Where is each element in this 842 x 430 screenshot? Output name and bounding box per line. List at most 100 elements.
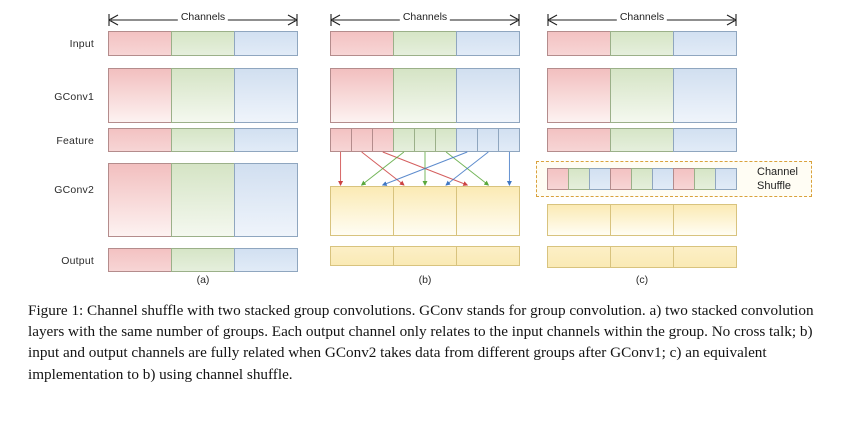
shuffle-arrow bbox=[381, 151, 468, 186]
panel-label-a: (a) bbox=[196, 274, 210, 286]
panel-c-row-gconv2 bbox=[547, 204, 737, 236]
feature-channel bbox=[393, 128, 415, 152]
caption-text: Figure 1: Channel shuffle with two stack… bbox=[28, 302, 814, 383]
channel-group-blue bbox=[456, 68, 520, 123]
panel-label-b: (b) bbox=[418, 274, 432, 286]
output-group bbox=[456, 246, 520, 266]
channel-group-red bbox=[108, 128, 172, 152]
channel-group-red bbox=[547, 31, 611, 56]
shuffle-channel bbox=[631, 168, 653, 190]
shuffle-channel bbox=[652, 168, 674, 190]
figure-caption: Figure 1: Channel shuffle with two stack… bbox=[28, 300, 820, 385]
panel-c-row-gconv1 bbox=[547, 68, 737, 123]
channel-group-red bbox=[108, 31, 172, 56]
gconv2-group bbox=[393, 186, 457, 236]
channel-group-red bbox=[547, 128, 611, 152]
shuffle-arrow bbox=[360, 151, 405, 186]
panel-label-c: (c) bbox=[635, 274, 649, 286]
shuffle-channel bbox=[568, 168, 590, 190]
shuffle-channel bbox=[610, 168, 632, 190]
feature-channel bbox=[351, 128, 373, 152]
feature-channel bbox=[456, 128, 478, 152]
channel-shuffle-label-line2: Shuffle bbox=[757, 180, 792, 192]
channel-group-red bbox=[108, 163, 172, 237]
output-group bbox=[330, 246, 394, 266]
shuffle-channel bbox=[715, 168, 737, 190]
feature-channel bbox=[414, 128, 436, 152]
channel-group-blue bbox=[234, 248, 298, 272]
channel-group-green bbox=[610, 31, 674, 56]
feature-channel bbox=[477, 128, 499, 152]
feature-group-red bbox=[330, 128, 394, 152]
panel-a-row-feature bbox=[108, 128, 298, 152]
output-group bbox=[547, 246, 611, 268]
channel-group-green bbox=[393, 31, 457, 56]
panel-a-row-gconv1 bbox=[108, 68, 298, 123]
feature-group-green bbox=[393, 128, 457, 152]
channel-group-blue bbox=[456, 31, 520, 56]
panel-b-row-output bbox=[330, 246, 520, 266]
gconv2-group bbox=[610, 204, 674, 236]
channel-group-blue bbox=[673, 128, 737, 152]
feature-channel bbox=[435, 128, 457, 152]
output-group bbox=[610, 246, 674, 268]
figure-diagram: Input GConv1 Feature GConv2 Output Chann… bbox=[54, 11, 812, 286]
feature-channel bbox=[372, 128, 394, 152]
channels-header-b: Channels bbox=[330, 11, 520, 28]
row-label-feature: Feature bbox=[56, 135, 94, 147]
row-label-input: Input bbox=[69, 38, 94, 50]
shuffle-arrow bbox=[445, 151, 490, 186]
panel-c-row-feature bbox=[547, 128, 737, 152]
channel-group-red bbox=[108, 248, 172, 272]
gconv2-group bbox=[456, 186, 520, 236]
panel-a-row-output bbox=[108, 248, 298, 272]
shuffle-channel bbox=[589, 168, 611, 190]
channel-group-blue bbox=[673, 31, 737, 56]
panel-a-row-gconv2 bbox=[108, 163, 298, 237]
channels-header-c: Channels bbox=[547, 11, 737, 28]
gconv2-group bbox=[547, 204, 611, 236]
channels-label-a: Channels bbox=[177, 11, 229, 23]
panel-c-row-output bbox=[547, 246, 737, 268]
panel-b-row-gconv2 bbox=[330, 186, 520, 236]
feature-group-blue bbox=[456, 128, 520, 152]
channels-header-a: Channels bbox=[108, 11, 298, 28]
channel-group-blue bbox=[673, 68, 737, 123]
channel-group-green bbox=[171, 31, 235, 56]
channel-shuffle-label-line1: Channel bbox=[757, 166, 798, 178]
gconv2-group bbox=[673, 204, 737, 236]
channels-label-c: Channels bbox=[616, 11, 668, 23]
gconv2-group bbox=[330, 186, 394, 236]
shuffle-channel bbox=[694, 168, 716, 190]
channel-group-green bbox=[393, 68, 457, 123]
channel-group-green bbox=[610, 128, 674, 152]
shuffle-arrow bbox=[382, 151, 469, 186]
channel-group-blue bbox=[234, 163, 298, 237]
channel-group-green bbox=[171, 248, 235, 272]
channel-group-green bbox=[171, 128, 235, 152]
row-label-gconv1: GConv1 bbox=[54, 91, 94, 103]
channel-group-green bbox=[171, 68, 235, 123]
shuffle-channel bbox=[547, 168, 569, 190]
channel-group-green bbox=[171, 163, 235, 237]
feature-channel bbox=[330, 128, 352, 152]
shuffle-arrow bbox=[361, 151, 405, 186]
panel-b-row-gconv1 bbox=[330, 68, 520, 123]
channel-group-blue bbox=[234, 68, 298, 123]
output-group bbox=[393, 246, 457, 266]
shuffle-arrow bbox=[445, 151, 489, 186]
row-label-output: Output bbox=[61, 255, 94, 267]
channel-group-red bbox=[547, 68, 611, 123]
channel-group-red bbox=[108, 68, 172, 123]
channel-group-blue bbox=[234, 31, 298, 56]
output-group bbox=[673, 246, 737, 268]
channels-label-b: Channels bbox=[399, 11, 451, 23]
channel-group-green bbox=[610, 68, 674, 123]
feature-channel bbox=[498, 128, 520, 152]
channel-group-blue bbox=[234, 128, 298, 152]
panel-a-row-input bbox=[108, 31, 298, 56]
panel-b-row-feature bbox=[330, 128, 520, 152]
panel-b-row-input bbox=[330, 31, 520, 56]
panel-c-row-shuffle bbox=[547, 168, 737, 190]
row-label-gconv2: GConv2 bbox=[54, 184, 94, 196]
